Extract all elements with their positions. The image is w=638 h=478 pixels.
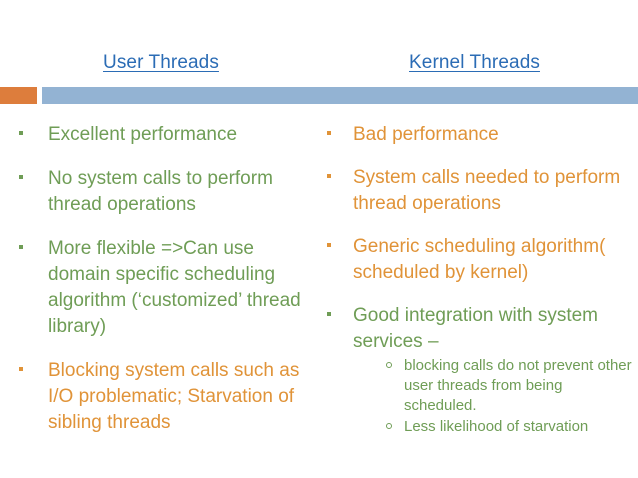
square-bullet-icon [19,175,23,179]
circle-bullet-icon [386,362,392,368]
square-bullet-icon [327,243,331,247]
two-column-body: Excellent performance No system calls to… [0,122,638,478]
list-item: Blocking system calls such as I/O proble… [14,358,319,436]
list-item: More flexible =>Can use domain specific … [14,236,319,340]
sub-list-item: blocking calls do not prevent other user… [384,356,638,416]
left-column: Excellent performance No system calls to… [14,122,319,478]
bullet-text: More flexible =>Can use domain specific … [48,238,301,337]
list-item: Bad performance [325,122,638,148]
bullet-text: No system calls to perform thread operat… [48,168,273,215]
bullet-text: System calls needed to perform thread op… [353,167,621,214]
sub-bullet-text: blocking calls do not prevent other user… [404,357,632,414]
square-bullet-icon [327,312,331,316]
list-item: Generic scheduling algorithm( scheduled … [325,234,638,286]
sub-bullet-text: Less likelihood of starvation [404,418,589,435]
square-bullet-icon [19,131,23,135]
list-item: System calls needed to perform thread op… [325,165,638,217]
list-item: No system calls to perform thread operat… [14,166,319,218]
heading-user-threads: User Threads [103,52,219,73]
accent-bar [0,87,638,104]
right-column: Bad performance System calls needed to p… [325,122,638,478]
square-bullet-icon [19,245,23,249]
square-bullet-icon [327,174,331,178]
circle-bullet-icon [386,423,392,429]
heading-kernel-threads: Kernel Threads [409,52,540,73]
bullet-text: Blocking system calls such as I/O proble… [48,360,300,433]
bullet-text: Good integration with system services – [353,305,599,352]
list-item: Excellent performance [14,122,319,148]
square-bullet-icon [327,131,331,135]
list-item: Good integration with system services – … [325,303,638,437]
bullet-text: Generic scheduling algorithm( scheduled … [353,236,606,283]
sub-list-item: Less likelihood of starvation [384,417,638,437]
accent-bar-chip [0,87,37,104]
column-headings: User Threads Kernel Threads [0,52,638,82]
left-bullet-list: Excellent performance No system calls to… [14,122,319,436]
bullet-text: Excellent performance [48,124,238,145]
bullet-text: Bad performance [353,124,499,145]
accent-bar-rail [42,87,638,104]
square-bullet-icon [19,367,23,371]
sub-bullet-list: blocking calls do not prevent other user… [353,356,638,437]
right-bullet-list: Bad performance System calls needed to p… [325,122,638,437]
